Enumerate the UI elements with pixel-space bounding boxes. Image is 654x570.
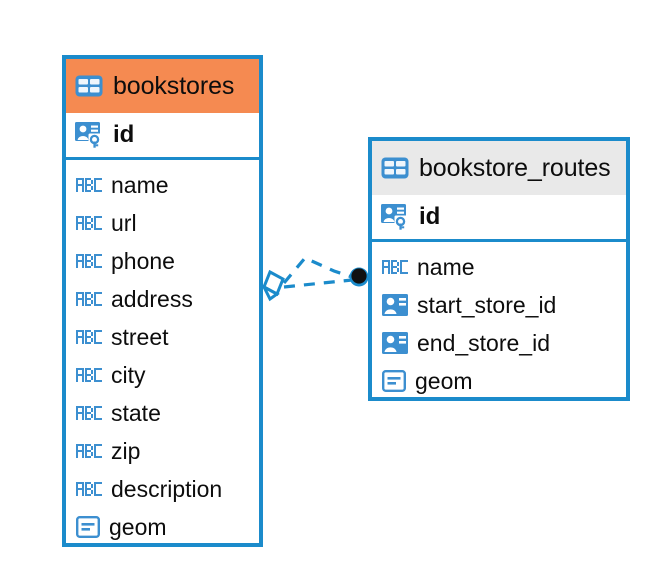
relationship-branch-upper <box>282 256 353 285</box>
primary-key-icon <box>75 122 103 149</box>
field-label: name <box>111 171 169 198</box>
field-row[interactable]: zip <box>66 432 259 470</box>
field-label: end_store_id <box>417 329 550 356</box>
entity-bookstores[interactable]: bookstores id <box>62 55 263 547</box>
field-label: start_store_id <box>417 291 557 318</box>
abc-text-icon <box>76 292 102 306</box>
field-row[interactable]: geom <box>66 508 259 546</box>
field-label: state <box>111 399 161 426</box>
field-label: name <box>417 253 475 280</box>
entity-bookstore-routes-primary-key-row[interactable]: id <box>372 195 626 242</box>
entity-bookstores-header[interactable]: bookstores <box>66 59 259 113</box>
entity-bookstore-routes-field-list: name start_store_id <box>372 242 626 400</box>
abc-text-icon <box>76 330 102 344</box>
diamond-marker <box>260 269 285 302</box>
foreign-key-icon <box>382 294 408 316</box>
field-row[interactable]: name <box>66 166 259 204</box>
field-label: address <box>111 285 193 312</box>
entity-bookstore-routes-title: bookstore_routes <box>419 153 611 182</box>
field-label: phone <box>111 247 175 274</box>
primary-key-icon <box>381 204 409 231</box>
field-row[interactable]: state <box>66 394 259 432</box>
field-row[interactable]: url <box>66 204 259 242</box>
abc-text-icon <box>382 260 408 274</box>
field-row[interactable]: phone <box>66 242 259 280</box>
field-row[interactable]: description <box>66 470 259 508</box>
table-icon <box>381 157 409 179</box>
field-label: geom <box>415 367 473 394</box>
field-row[interactable]: city <box>66 356 259 394</box>
field-row[interactable]: address <box>66 280 259 318</box>
field-row[interactable]: street <box>66 318 259 356</box>
field-label: url <box>111 209 137 236</box>
field-label: city <box>111 361 146 388</box>
field-row[interactable]: name <box>372 248 626 286</box>
table-icon <box>75 75 103 97</box>
field-row[interactable]: start_store_id <box>372 286 626 324</box>
abc-text-icon <box>76 216 102 230</box>
entity-bookstore-routes-header[interactable]: bookstore_routes <box>372 141 626 195</box>
entity-bookstore-routes-primary-key-label: id <box>419 203 441 230</box>
foreign-key-icon <box>382 332 408 354</box>
abc-text-icon <box>76 368 102 382</box>
entity-bookstores-primary-key-row[interactable]: id <box>66 113 259 160</box>
field-label: description <box>111 475 223 502</box>
abc-text-icon <box>76 444 102 458</box>
geometry-icon <box>382 370 406 392</box>
relationship-branch-lower <box>283 278 353 289</box>
abc-text-icon <box>76 482 102 496</box>
abc-text-icon <box>76 254 102 268</box>
field-label: geom <box>109 513 167 540</box>
entity-bookstores-field-list: name url <box>66 160 259 546</box>
entity-bookstore-routes[interactable]: bookstore_routes id <box>368 137 630 401</box>
entity-bookstores-primary-key-label: id <box>113 121 135 148</box>
abc-text-icon <box>76 406 102 420</box>
field-label: zip <box>111 437 141 464</box>
field-label: street <box>111 323 169 350</box>
entity-bookstores-title: bookstores <box>113 71 235 100</box>
geometry-icon <box>76 516 100 538</box>
filled-circle-marker <box>349 267 369 287</box>
abc-text-icon <box>76 178 102 192</box>
field-row[interactable]: end_store_id <box>372 324 626 362</box>
field-row[interactable]: geom <box>372 362 626 400</box>
